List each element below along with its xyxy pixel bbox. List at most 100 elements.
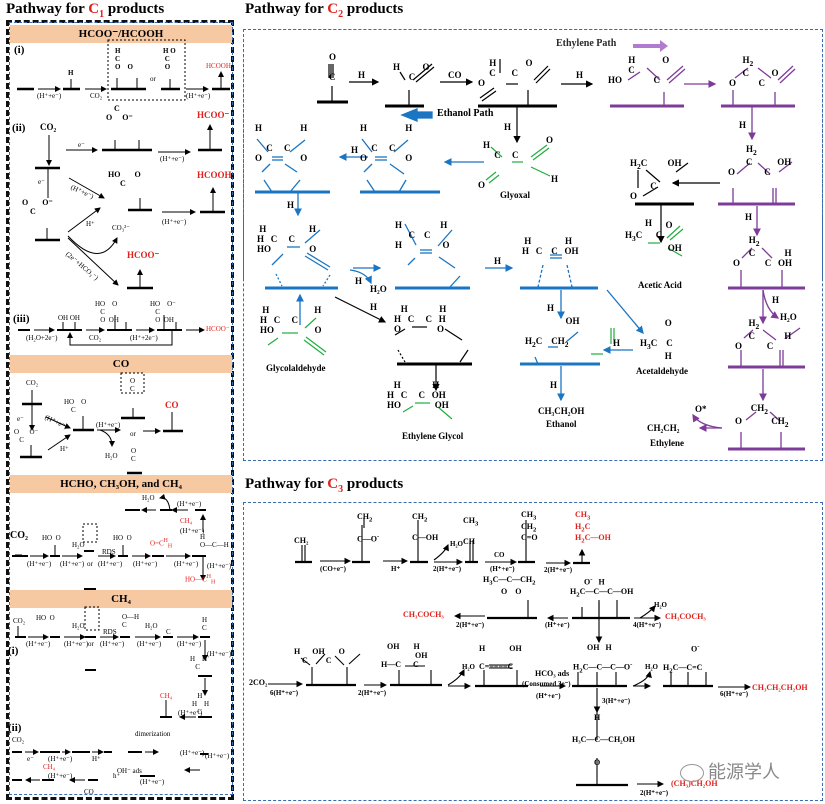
reagent: 6(H⁺+e⁻): [720, 690, 749, 698]
reagent-co: CO: [494, 551, 505, 559]
h2o: H₂O: [450, 540, 463, 548]
h2o-2: H₂O: [142, 494, 155, 502]
cooh-intermediate: HO O C: [108, 170, 141, 188]
reagent: (H⁺+e⁻): [207, 650, 232, 658]
product-co: CO: [165, 400, 179, 410]
reagent: (H⁺+e⁻): [180, 527, 205, 535]
co2-radical: O O⁻ C: [22, 198, 53, 216]
or-label: or: [150, 75, 156, 83]
reagent-h: H: [351, 145, 359, 155]
glycolaldehyde-label: Glycolaldehyde: [266, 363, 326, 373]
product-hcoo: HCOO⁻: [197, 110, 230, 120]
h2o-2: H₂O: [645, 663, 658, 671]
cooh: HO O: [42, 534, 61, 542]
label-i: (i): [8, 645, 19, 657]
isopropanol-product: (CH₃)CH₂OH: [671, 779, 718, 788]
acetone-enolate: H3C—C—CH2 O O: [483, 575, 536, 596]
element: C: [327, 476, 339, 492]
ch2-ads: H H C: [190, 655, 208, 671]
reagent: (H⁺+e⁻): [207, 562, 232, 570]
glyoxal-o: O: [546, 135, 554, 145]
reagent: CO₂: [89, 334, 102, 342]
hco3-ads-2: HO O⁻ C O OH: [150, 300, 176, 324]
reagent: (H⁺+e⁻): [37, 92, 62, 100]
reagent: 6(H⁺+e⁻): [270, 689, 299, 697]
c1-co: [20, 372, 183, 475]
or-label: or: [88, 640, 94, 648]
label-ii: (ii): [12, 122, 26, 134]
co2-start: CO₂: [26, 379, 39, 387]
band-methanol: HCHO, CH₃OH, and CH₄: [10, 475, 232, 493]
h2o-ethanol: H₂O: [370, 284, 387, 294]
title-element: C2: [327, 1, 343, 20]
rds-label: RDS: [103, 628, 117, 636]
reagent-h: H: [504, 122, 512, 132]
reagent: (H⁺+e⁻): [490, 565, 515, 573]
reagent-h: H: [355, 276, 363, 286]
reagent: (H⁺+e⁻): [545, 621, 570, 629]
acetone-product-1: CH₃COCH₃: [403, 610, 444, 619]
reagent: (H⁺+e⁻): [140, 778, 165, 786]
or-label: or: [87, 560, 93, 568]
reagent: 2(H⁺+e⁻): [433, 565, 462, 573]
reagent: e⁻: [38, 178, 45, 186]
reagent: (H⁺+e⁻): [177, 500, 202, 508]
c1-scheme-lines: [12, 39, 230, 783]
glyoxal-h2: H: [551, 174, 559, 184]
reagent-h: H: [772, 295, 780, 305]
cooh: HO O: [36, 614, 55, 622]
reagent-h: H: [739, 120, 747, 130]
co-label: CO: [84, 788, 94, 796]
reagent: (H⁺+e⁻): [186, 92, 211, 100]
c1-formate-i: [17, 39, 230, 101]
reagent: (H⁺+e⁻): [174, 560, 199, 568]
element: C: [327, 1, 339, 17]
reagent: (H⁺+2e⁻): [130, 334, 158, 342]
co2-start: CO₂: [10, 530, 28, 541]
reagent: H⁺: [391, 565, 401, 573]
hco3-ads: HO O C O OH: [95, 300, 119, 324]
reagent: (H⁺+e⁻): [160, 155, 185, 163]
title-suffix: products: [343, 1, 404, 17]
ch4: CH₄: [180, 517, 193, 525]
co2-start: CO₂: [13, 617, 26, 625]
h2o: H₂O: [72, 541, 85, 549]
c2-frame-bottom: [243, 29, 823, 461]
label-ii: (ii): [8, 722, 22, 734]
label-i: (i): [14, 44, 25, 56]
cooh-2: HO O: [113, 534, 132, 542]
c1-formate-ii: [35, 124, 225, 290]
acetaldehyde-label: Acetaldehyde: [636, 366, 688, 376]
watermark: 能源学人: [680, 758, 780, 784]
ch3oh: HO—CHH: [185, 574, 216, 586]
reagent-h: H: [550, 380, 558, 390]
isopropoxy-ads: H₃C—C—CH₂OH: [572, 735, 636, 744]
reagent: 2(H⁺+e⁻): [640, 789, 669, 797]
reagent: (H⁺+e⁻): [137, 640, 162, 648]
c1-inner-frame: [9, 22, 233, 795]
product-ch4-ii: CH₄: [43, 763, 56, 771]
co2-start: CO₂: [40, 122, 57, 132]
reagent: (H⁺+e⁻): [162, 218, 187, 226]
reagent: (H⁺+e⁻): [178, 709, 203, 717]
reagent-h: H: [576, 70, 584, 80]
reagent: 2(H⁺+e⁻): [544, 566, 573, 574]
